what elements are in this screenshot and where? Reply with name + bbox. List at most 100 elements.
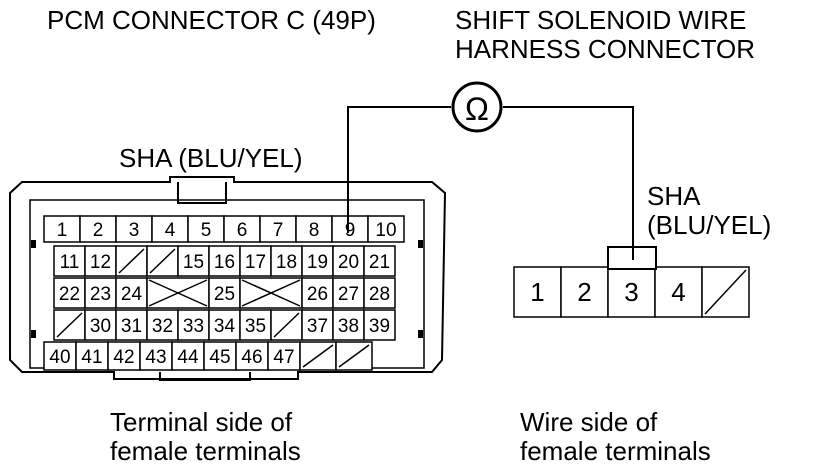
pcm-terminal-cell: 43 bbox=[139, 341, 173, 371]
harness-title-line1: SHIFT SOLENOID WIRE bbox=[455, 5, 747, 35]
pcm-connector-housing bbox=[9, 176, 447, 380]
pcm-terminal-cell: 41 bbox=[75, 341, 109, 371]
terminal-number: 3 bbox=[129, 220, 140, 241]
pcm-terminal-cell: 11 bbox=[53, 245, 86, 277]
pcm-terminal-cell: 47 bbox=[267, 341, 301, 371]
empty-cavity-slash bbox=[704, 269, 747, 315]
pcm-terminal-cell: 27 bbox=[332, 277, 365, 309]
pcm-terminal-cell: 8 bbox=[295, 215, 333, 243]
pcm-terminal-cell bbox=[53, 309, 86, 341]
terminal-number: 33 bbox=[183, 316, 204, 337]
pcm-terminal-cell: 23 bbox=[84, 277, 117, 309]
blocked-cavity-cross bbox=[148, 279, 208, 307]
terminal-number: 12 bbox=[90, 252, 111, 273]
pcm-terminal-cell: 37 bbox=[301, 309, 334, 341]
terminal-number: 4 bbox=[671, 277, 685, 307]
terminal-number: 1 bbox=[530, 277, 544, 307]
harness-caption-line1: Wire side of bbox=[520, 407, 658, 437]
harness-connector-title: SHIFT SOLENOID WIRE HARNESS CONNECTOR bbox=[455, 5, 755, 64]
empty-cavity-slash bbox=[302, 344, 334, 368]
terminal-number: 18 bbox=[276, 252, 297, 273]
terminal-number: 9 bbox=[345, 220, 356, 241]
pcm-wire-label: SHA (BLU/YEL) bbox=[119, 143, 303, 173]
pcm-caption: Terminal side of female terminals bbox=[110, 407, 301, 467]
pcm-terminal-cell: 31 bbox=[115, 309, 148, 341]
pcm-caption-line2: female terminals bbox=[110, 436, 301, 467]
pcm-terminal-cell: 42 bbox=[107, 341, 141, 371]
terminal-number: 4 bbox=[165, 220, 176, 241]
pcm-terminal-cell: 15 bbox=[177, 245, 210, 277]
pcm-terminal-cell: 45 bbox=[203, 341, 237, 371]
terminal-number: 39 bbox=[369, 316, 390, 337]
pcm-terminal-cell: 34 bbox=[208, 309, 241, 341]
pcm-terminal-cell bbox=[299, 341, 337, 371]
pcm-terminal-cell: 6 bbox=[223, 215, 261, 243]
terminal-number: 11 bbox=[60, 252, 80, 273]
pcm-terminal-cell: 30 bbox=[84, 309, 117, 341]
terminal-number: 34 bbox=[214, 316, 236, 337]
terminal-number: 35 bbox=[245, 316, 266, 337]
pcm-key-mark-left bbox=[31, 240, 36, 248]
terminal-number: 26 bbox=[307, 284, 328, 305]
pcm-terminal-cell: 1 bbox=[43, 215, 81, 243]
harness-terminal-cell: 1 bbox=[513, 266, 562, 318]
pcm-terminal-cell: 10 bbox=[367, 215, 405, 243]
pcm-terminal-cell bbox=[270, 309, 303, 341]
pcm-terminal-cell bbox=[335, 341, 373, 371]
harness-caption: Wire side of female terminals bbox=[520, 407, 711, 466]
empty-cavity-slash bbox=[338, 344, 370, 368]
pcm-terminal-cell: 24 bbox=[115, 277, 148, 309]
terminal-number: 32 bbox=[152, 316, 173, 337]
pcm-terminal-cell: 18 bbox=[270, 245, 303, 277]
ohmmeter-probe-wires bbox=[347, 106, 634, 260]
harness-wire-label-line1: SHA bbox=[647, 181, 701, 211]
pcm-connector-bottom-tab bbox=[159, 372, 251, 381]
pcm-terminal-cell bbox=[239, 277, 303, 309]
pcm-key-mark-right-lower bbox=[418, 330, 423, 338]
pcm-terminal-cell: 22 bbox=[53, 277, 86, 309]
pcm-terminal-cell: 5 bbox=[187, 215, 225, 243]
terminal-number: 43 bbox=[145, 347, 166, 368]
pcm-key-mark-right bbox=[418, 240, 423, 248]
terminal-number: 41 bbox=[81, 347, 102, 368]
harness-connector: 1 2 3 4 bbox=[513, 246, 750, 318]
terminal-number: 42 bbox=[113, 347, 134, 368]
pcm-terminal-cell: 12 bbox=[84, 245, 117, 277]
terminal-number: 5 bbox=[201, 220, 212, 241]
ohm-symbol: Ω bbox=[465, 91, 489, 127]
pcm-terminal-cell bbox=[146, 277, 210, 309]
pcm-terminal-cell bbox=[115, 245, 148, 277]
pcm-terminal-cell: 32 bbox=[146, 309, 179, 341]
pcm-terminal-cell: 16 bbox=[208, 245, 241, 277]
terminal-number: 25 bbox=[214, 284, 235, 305]
pcm-terminal-cell: 17 bbox=[239, 245, 272, 277]
terminal-number: 37 bbox=[307, 316, 328, 337]
terminal-number: 46 bbox=[241, 347, 262, 368]
empty-cavity-slash bbox=[118, 248, 145, 274]
terminal-number: 38 bbox=[338, 316, 359, 337]
harness-terminal-cell: 4 bbox=[654, 266, 703, 318]
pcm-terminal-cell: 44 bbox=[171, 341, 205, 371]
terminal-number: 10 bbox=[375, 220, 396, 241]
terminal-number: 21 bbox=[369, 252, 390, 273]
pcm-terminal-cell: 25 bbox=[208, 277, 241, 309]
pcm-terminal-cell: 2 bbox=[79, 215, 117, 243]
probe-wire-right bbox=[503, 106, 634, 260]
terminal-number: 6 bbox=[237, 220, 248, 241]
pcm-terminal-cell: 7 bbox=[259, 215, 297, 243]
pcm-terminal-cell: 35 bbox=[239, 309, 272, 341]
terminal-number: 47 bbox=[273, 347, 294, 368]
terminal-number: 2 bbox=[577, 277, 591, 307]
terminal-number: 30 bbox=[90, 316, 111, 337]
pcm-terminal-cell: 26 bbox=[301, 277, 334, 309]
pcm-terminal-cell: 4 bbox=[151, 215, 189, 243]
terminal-number: 31 bbox=[121, 316, 142, 337]
pcm-terminal-cell bbox=[146, 245, 179, 277]
pcm-terminal-cell: 46 bbox=[235, 341, 269, 371]
terminal-number: 8 bbox=[309, 220, 320, 241]
terminal-number: 3 bbox=[624, 277, 638, 307]
probe-wire-left bbox=[347, 106, 451, 233]
empty-cavity-slash bbox=[273, 312, 300, 338]
pcm-terminal-cell: 21 bbox=[363, 245, 396, 277]
terminal-number: 7 bbox=[273, 220, 284, 241]
